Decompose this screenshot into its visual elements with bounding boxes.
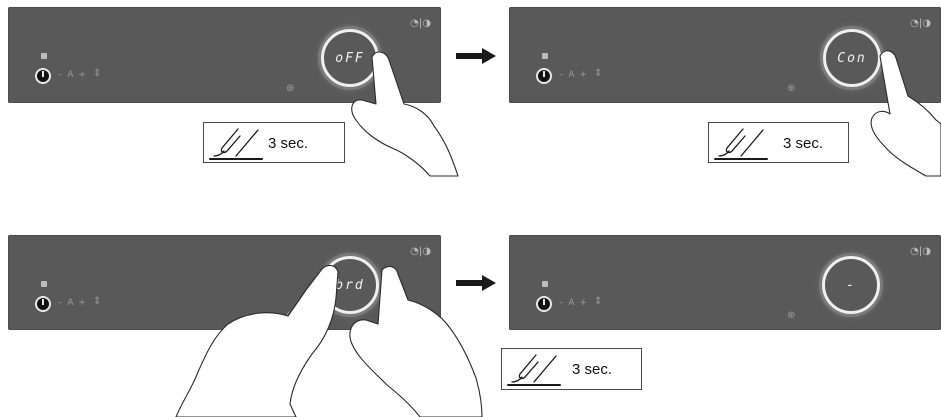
finger-press-icon — [714, 128, 768, 160]
updown-icon: ⇕ — [93, 296, 102, 307]
plus-icon: ⊕ — [787, 310, 796, 321]
indicator-led — [41, 281, 47, 287]
hand-icon — [870, 50, 941, 177]
level-control-label: – A + — [58, 70, 87, 80]
display-readout: Con — [837, 50, 867, 66]
level-control-label: – A + — [559, 298, 588, 308]
control-ring: - — [822, 256, 880, 314]
cooktop-panel-step-3: – A + ⇕ ◔|◑ ⊕ brd — [8, 235, 441, 330]
cooktop-panel-step-4: – A + ⇕ ◔|◑ ⊕ - — [509, 235, 941, 330]
press-hint: 3 sec. — [708, 122, 849, 163]
finger-press-icon — [507, 354, 561, 386]
press-duration-label: 3 sec. — [572, 361, 613, 378]
right-arrow-icon — [456, 275, 496, 291]
level-control-label: – A + — [58, 298, 87, 308]
power-icon — [35, 296, 51, 312]
press-duration-label: 3 sec. — [268, 135, 309, 152]
plus-icon: ⊕ — [286, 83, 295, 94]
finger-press-icon — [209, 128, 263, 160]
display-readout: - — [846, 277, 856, 293]
hand-icon — [351, 51, 459, 177]
indicator-led — [542, 53, 548, 59]
power-icon — [536, 68, 552, 84]
timer-icons: ◔|◑ — [910, 246, 931, 257]
press-duration-label: 3 sec. — [783, 135, 824, 152]
press-hint: 3 sec. — [501, 348, 642, 390]
timer-icons: ◔|◑ — [410, 246, 431, 257]
plus-icon: ⊕ — [787, 83, 796, 94]
timer-icons: ◔|◑ — [910, 18, 931, 29]
hand-icon — [175, 264, 339, 417]
control-ring: Con — [823, 29, 881, 87]
level-control-label: – A + — [559, 70, 588, 80]
indicator-led — [542, 281, 548, 287]
power-icon — [536, 296, 552, 312]
indicator-led — [41, 53, 47, 59]
hand-icon — [349, 265, 483, 417]
cooktop-panel-step-2: – A + ⇕ ◔|◑ ⊕ Con — [509, 7, 941, 103]
power-icon — [35, 68, 51, 84]
cooktop-panel-step-1: – A + ⇕ ◔|◑ ⊕ oFF — [8, 7, 441, 103]
display-readout: oFF — [335, 50, 365, 66]
timer-icons: ◔|◑ — [410, 18, 431, 29]
display-readout: brd — [335, 277, 365, 293]
updown-icon: ⇕ — [594, 296, 603, 307]
right-arrow-icon — [456, 48, 496, 64]
press-hint: 3 sec. — [203, 122, 345, 163]
updown-icon: ⇕ — [93, 68, 102, 79]
updown-icon: ⇕ — [594, 68, 603, 79]
